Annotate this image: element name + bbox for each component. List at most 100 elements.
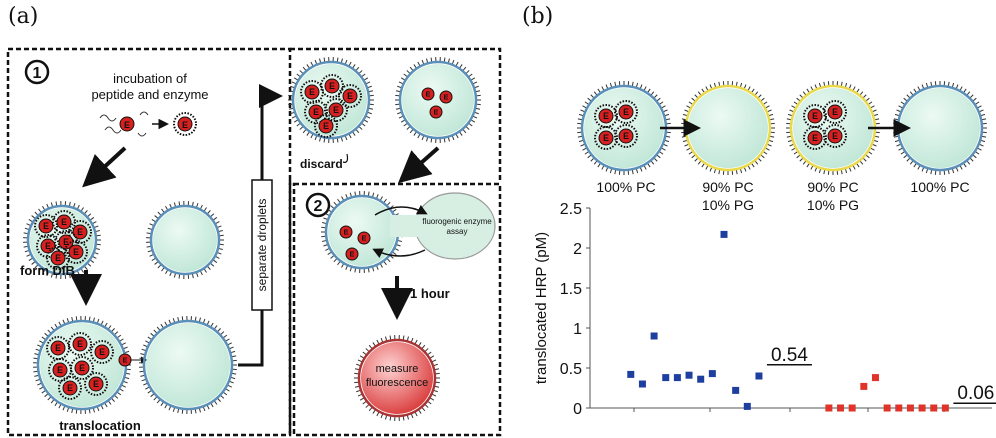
- data-point: [837, 404, 845, 412]
- y-tick-label: 0.5: [560, 361, 582, 378]
- svg-text:E: E: [45, 241, 51, 251]
- data-point: [871, 374, 879, 382]
- svg-text:E: E: [323, 121, 329, 131]
- incubation-illustration: E E: [99, 111, 197, 137]
- mean-annotations: 0.54 0.06: [766, 345, 996, 404]
- svg-text:E: E: [79, 363, 85, 373]
- svg-text:2: 2: [314, 198, 323, 215]
- data-point: [708, 370, 716, 378]
- pair2-right-droplet: [893, 81, 987, 175]
- svg-text:E: E: [77, 227, 83, 237]
- data-point: [906, 404, 914, 412]
- step1-frame-left: [6, 47, 292, 437]
- pair1-left-label: 100% PC: [596, 179, 655, 195]
- form-dib-label: form DIB: [20, 263, 75, 278]
- translocation-label: translocation: [59, 418, 141, 433]
- step1-badge: 1: [24, 59, 50, 85]
- svg-text:E: E: [832, 131, 838, 141]
- translocation-chart: translocated HRP (pM) 00.511.522.5 0.540…: [533, 201, 996, 418]
- svg-text:E: E: [182, 120, 188, 130]
- pair2-left-label-line1: 90% PC: [807, 179, 858, 195]
- svg-text:E: E: [603, 133, 609, 143]
- data-point: [883, 404, 891, 412]
- data-point: [638, 380, 646, 388]
- pair1-left-droplet: E E E E: [577, 81, 671, 175]
- y-tick-label: 2: [573, 241, 582, 258]
- y-tick-label: 1: [573, 321, 582, 338]
- mean-label: 0.06: [957, 383, 994, 404]
- svg-text:E: E: [43, 221, 49, 231]
- incubation-label-line2: peptide and enzyme: [91, 87, 208, 102]
- svg-text:E: E: [443, 93, 448, 102]
- empty-droplet: [146, 201, 224, 279]
- data-point: [732, 386, 740, 394]
- step2-badge: 2: [305, 192, 331, 218]
- pair1-right-label-line1: 90% PC: [702, 179, 753, 195]
- svg-text:E: E: [122, 356, 127, 365]
- data-point: [685, 371, 693, 379]
- svg-text:E: E: [99, 347, 105, 357]
- assay-bulb: [390, 192, 496, 260]
- pair1-right-label-line2: 10% PG: [702, 197, 754, 213]
- svg-text:E: E: [124, 120, 130, 130]
- svg-text:E: E: [623, 107, 629, 117]
- arrow-to-droplets: [82, 146, 127, 188]
- y-tick-label: 0: [573, 401, 582, 418]
- svg-text:E: E: [349, 250, 354, 259]
- svg-text:E: E: [433, 108, 438, 117]
- svg-text:E: E: [333, 105, 339, 115]
- data-point: [941, 404, 949, 412]
- svg-text:E: E: [73, 247, 79, 257]
- svg-text:E: E: [61, 217, 67, 227]
- assay-label-line2: assay: [447, 227, 468, 236]
- data-point: [662, 374, 670, 382]
- pair2-left-label-line2: 10% PG: [807, 197, 859, 213]
- step2-frame: [292, 182, 502, 437]
- svg-text:E: E: [623, 131, 629, 141]
- svg-text:E: E: [57, 365, 63, 375]
- pair2-right-label: 100% PC: [910, 179, 969, 195]
- y-tick-label: 1.5: [560, 281, 582, 298]
- data-point: [895, 404, 903, 412]
- y-ticks: 00.511.522.5: [560, 201, 590, 418]
- data-point: [650, 332, 658, 340]
- data-point: [755, 372, 763, 380]
- measure-label-line1: measure: [376, 363, 419, 375]
- svg-text:1: 1: [33, 65, 42, 82]
- svg-text:E: E: [77, 339, 83, 349]
- y-axis-label: translocated HRP (pM): [533, 232, 550, 384]
- svg-text:E: E: [329, 81, 335, 91]
- measure-droplet: [354, 335, 440, 421]
- assay-arrow-forward: [374, 204, 428, 216]
- svg-text:E: E: [309, 87, 315, 97]
- free-enzyme: [119, 116, 135, 132]
- svg-text:E: E: [343, 228, 348, 237]
- mean-label: 0.54: [771, 345, 808, 366]
- svg-text:E: E: [603, 111, 609, 121]
- svg-text:E: E: [93, 379, 99, 389]
- svg-text:E: E: [55, 343, 61, 353]
- separate-droplets-label: separate droplets: [255, 199, 269, 292]
- svg-text:E: E: [812, 133, 818, 143]
- data-point: [825, 404, 833, 412]
- data-point: [848, 404, 856, 412]
- data-point: [930, 404, 938, 412]
- data-points: [627, 230, 949, 412]
- arrow-to-assay: [398, 146, 440, 184]
- one-hour-label: 1 hour: [410, 286, 450, 301]
- svg-text:E: E: [67, 383, 73, 393]
- panel-a-label: (a): [8, 4, 39, 29]
- data-point: [860, 382, 868, 390]
- coated-enzyme: [177, 116, 193, 132]
- assay-arrow-back: [372, 248, 426, 258]
- coated-enzyme-fringe: [173, 112, 197, 136]
- data-point: [720, 230, 728, 238]
- panel-b-label: (b): [522, 4, 554, 29]
- svg-text:E: E: [55, 253, 61, 263]
